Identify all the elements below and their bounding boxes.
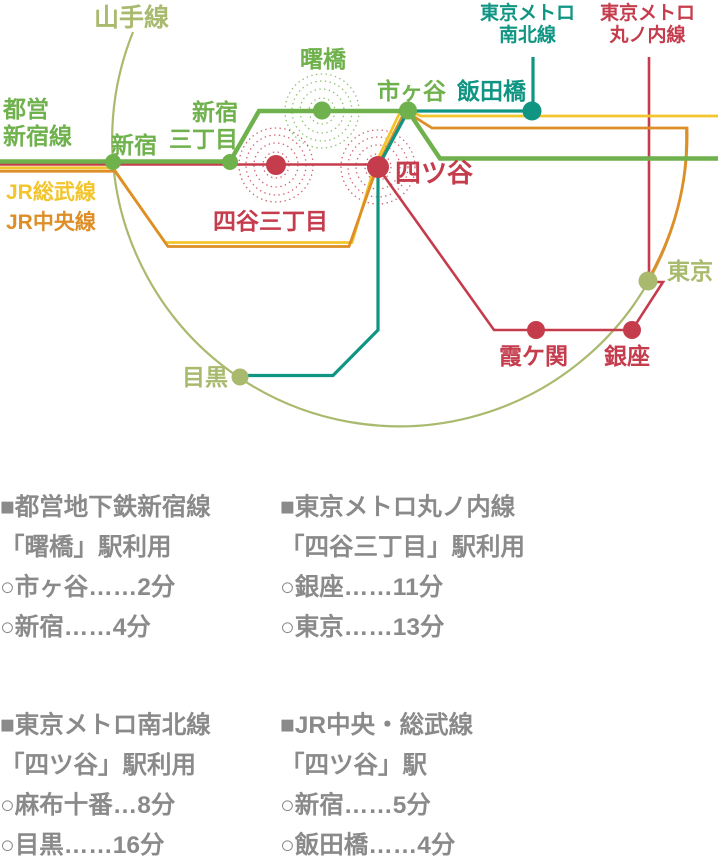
- legend-route-time: ○麻布十番…8分: [0, 792, 176, 819]
- ring: [347, 136, 409, 198]
- marunouchi-line-path: [0, 57, 666, 332]
- station-label-yotsuya-sanchome: 四谷三丁目: [213, 208, 328, 234]
- station-label-tokyo: 東京: [667, 258, 713, 284]
- transit-route-map: 山手線 東京メトロ 南北線 東京メトロ 丸ノ内線 都営 新宿線 JR総武線 JR…: [0, 3, 718, 428]
- station-label-shinjuku-sanchome: 新宿 三丁目: [150, 99, 238, 153]
- line-label-marunouchi-2: 丸ノ内線: [609, 25, 686, 47]
- legend-route-time: ○市ヶ谷……2分: [0, 574, 176, 601]
- line-label-sobu: JR総武線: [6, 181, 96, 204]
- legend-route-time: ○飯田橋……4分: [280, 832, 456, 859]
- station-dot-tokyo: [638, 271, 658, 291]
- line-label-marunouchi-1: 東京メトロ: [599, 3, 695, 24]
- legend-line-name: ■東京メトロ丸ノ内線: [280, 494, 516, 521]
- station-dot-ichigaya: [399, 101, 417, 120]
- line-label-toei-2: 新宿線: [3, 123, 72, 150]
- legend-line-name: ■東京メトロ南北線: [0, 712, 211, 739]
- line-label-namboku: 東京メトロ 南北線: [460, 3, 595, 48]
- legend-line-name: ■JR中央・総武線: [280, 712, 474, 739]
- station-label-shinjuku: 新宿: [111, 132, 157, 158]
- legend-line-name: ■都営地下鉄新宿線: [0, 494, 211, 521]
- station-label-shinjuku-sanchome-1: 新宿: [192, 99, 238, 125]
- legend-station-name: 「曙橋」駅利用: [0, 534, 172, 561]
- legend-block-toei-shinjuku: ■都営地下鉄新宿線 「曙橋」駅利用 ○市ヶ谷……2分 ○新宿……4分: [0, 488, 211, 648]
- station-dot-shinjuku: [105, 154, 121, 170]
- legend-route-time: ○目黒……16分: [0, 832, 165, 859]
- station-dot-yotsuya-sanchome: [266, 155, 286, 175]
- station-label-meguro: 目黒: [182, 364, 228, 390]
- station-dot-yotsuya: [367, 156, 389, 178]
- legend-route-time: ○銀座……11分: [280, 574, 444, 601]
- station-label-ichigaya: 市ヶ谷: [377, 78, 446, 104]
- legend-station-name: 「四谷三丁目」駅利用: [280, 534, 525, 561]
- station-dot-akebonobashi: [313, 101, 331, 120]
- station-label-akebonobashi: 曙橋: [300, 46, 346, 72]
- legend-route-time: ○新宿……4分: [0, 614, 151, 641]
- station-dot-shinjuku-sanchome: [222, 154, 238, 170]
- station-label-yotsuya: 四ツ谷: [395, 158, 474, 188]
- station-label-shinjuku-sanchome-2: 三丁目: [169, 126, 238, 153]
- line-label-chuo: JR中央線: [6, 211, 96, 234]
- station-dot-kasumigaseki: [527, 321, 545, 339]
- station-dot-iidabashi: [522, 101, 542, 121]
- line-label-namboku-2: 南北線: [498, 25, 556, 47]
- line-label-yamanote: 山手線: [94, 4, 170, 32]
- line-label-marunouchi: 東京メトロ 丸ノ内線: [580, 3, 715, 48]
- legend-block-marunouchi: ■東京メトロ丸ノ内線 「四谷三丁目」駅利用 ○銀座……11分 ○東京……13分: [280, 488, 525, 648]
- legend-block-namboku: ■東京メトロ南北線 「四ツ谷」駅利用 ○麻布十番…8分 ○目黒……16分: [0, 706, 211, 866]
- station-label-iidabashi: 飯田橋: [457, 78, 526, 104]
- toei-shinjuku-line-path: [0, 108, 718, 164]
- legend-block-jr: ■JR中央・総武線 「四ツ谷」駅 ○新宿……5分 ○飯田橋……4分: [280, 706, 473, 866]
- chuo-line-path: [0, 108, 689, 281]
- legend-station-name: 「四ツ谷」駅利用: [0, 752, 196, 779]
- station-label-kasumigaseki: 霞ケ関: [499, 343, 568, 369]
- station-label-ginza: 銀座: [604, 343, 650, 369]
- transit-map-svg: [0, 31, 718, 428]
- legend-route-time: ○新宿……5分: [280, 792, 431, 819]
- line-label-toei-shinjuku: 都営 新宿線: [3, 96, 72, 150]
- legend-route-time: ○東京……13分: [280, 614, 445, 641]
- line-label-toei-1: 都営: [3, 96, 49, 122]
- legend-station-name: 「四ツ谷」駅: [280, 752, 427, 779]
- line-label-namboku-1: 東京メトロ: [479, 3, 575, 24]
- station-dot-ginza: [623, 321, 641, 339]
- station-dot-meguro: [231, 368, 249, 386]
